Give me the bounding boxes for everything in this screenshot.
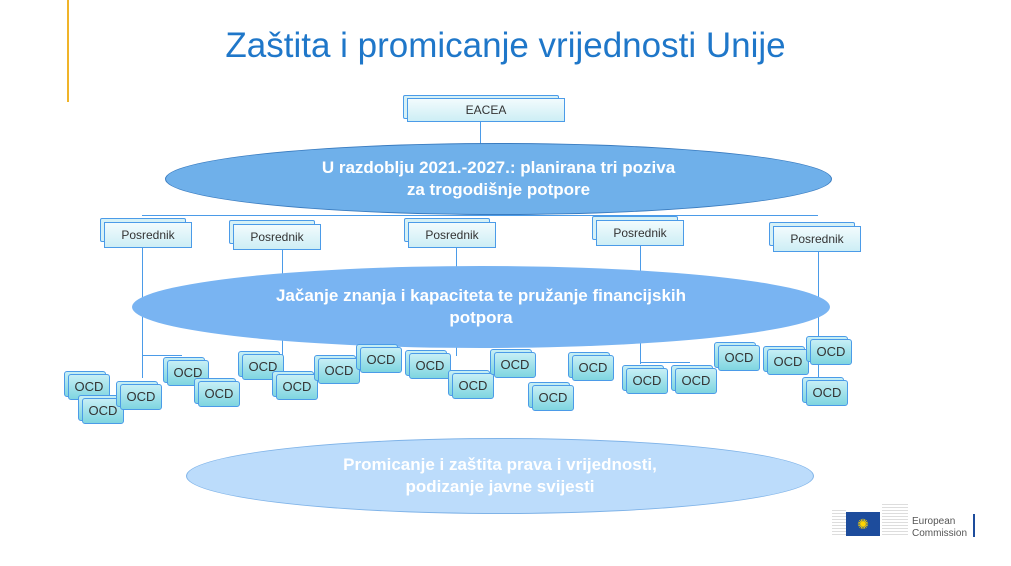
ocd-box: OCD [675,368,717,394]
ocd-box: OCD [198,381,240,407]
ocd-box: OCD [452,373,494,399]
ellipse-calls: U razdoblju 2021.-2027.: planirana tri p… [165,143,832,215]
ocd-box: OCD [318,358,360,384]
intermediary-box: Posrednik [596,220,684,246]
connector [480,120,481,145]
eu-logo: ✺ [832,500,912,538]
ocd-box: OCD [718,345,760,371]
ellipse-line: Promicanje i zaštita prava i vrijednosti… [343,455,657,474]
ocd-box: OCD [409,353,451,379]
logo-line: European [912,516,956,527]
ellipse-line: za trogodišnje potpore [406,180,591,199]
ellipse-capacity: Jačanje znanja i kapaciteta te pružanje … [132,266,830,348]
connector [640,362,690,363]
ocd-box: OCD [360,347,402,373]
ellipse-line: potpora [449,308,513,327]
ocd-box: OCD [242,354,284,380]
eacea-box: EACEA [407,98,565,122]
intermediary-box: Posrednik [233,224,321,250]
ellipse-line: U razdoblju 2021.-2027.: planirana tri p… [321,158,676,177]
ocd-box: OCD [494,352,536,378]
ellipse-line: podizanje javne svijesti [405,477,595,496]
ellipse-promotion: Promicanje i zaštita prava i vrijednosti… [186,438,814,514]
logo-divider [973,514,975,537]
connector [142,215,818,216]
ocd-box: OCD [68,374,110,400]
intermediary-box: Posrednik [104,222,192,248]
ocd-box: OCD [572,355,614,381]
ocd-box: OCD [626,368,668,394]
ellipse-line: Jačanje znanja i kapaciteta te pružanje … [275,286,687,305]
accent-bar [67,0,69,102]
connector [142,355,182,356]
ocd-box: OCD [767,349,809,375]
ocd-box: OCD [120,384,162,410]
logo-line: Commission [912,528,968,539]
eu-flag-icon: ✺ [846,512,880,536]
ocd-box: OCD [810,339,852,365]
page-title: Zaštita i promicanje vrijednosti Unije [225,26,786,65]
ocd-box: OCD [532,385,574,411]
intermediary-box: Posrednik [408,222,496,248]
ocd-box: OCD [276,374,318,400]
intermediary-box: Posrednik [773,226,861,252]
ocd-box: OCD [806,380,848,406]
